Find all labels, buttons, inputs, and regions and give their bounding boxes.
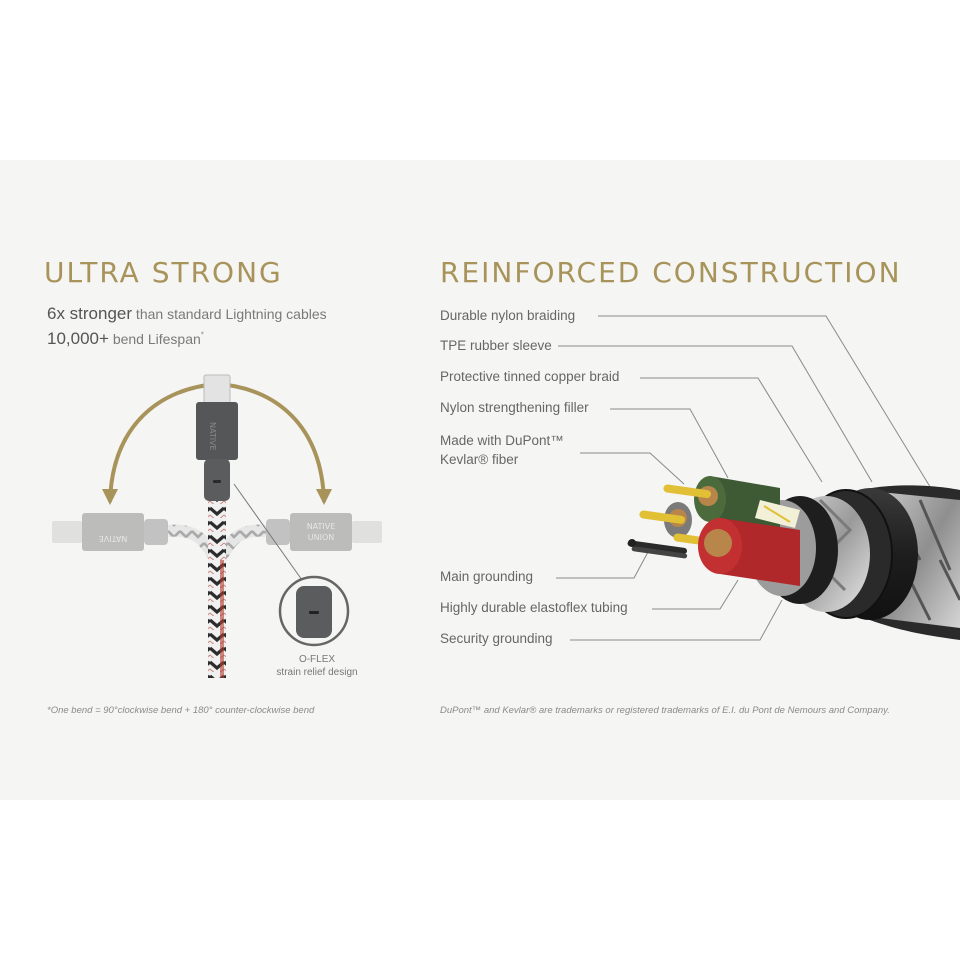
label-nylon-braiding: Durable nylon braiding <box>440 308 576 323</box>
label-main-grounding: Main grounding <box>440 569 534 584</box>
label-nylon-filler: Nylon strengthening filler <box>440 400 589 415</box>
svg-text:NATIVE: NATIVE <box>307 522 336 531</box>
main-connector: NATIVE <box>196 374 238 501</box>
strength-value: 6x stronger <box>47 304 133 323</box>
bend-arrow-right <box>316 489 332 505</box>
lifespan-value: 10,000+ <box>47 329 109 348</box>
oflex-title: O-FLEX <box>298 654 336 665</box>
label-copper-braid: Protective tinned copper braid <box>440 369 620 384</box>
label-tpe-sleeve: TPE rubber sleeve <box>440 338 552 353</box>
svg-text:UNION: UNION <box>308 533 334 542</box>
ultra-strong-heading: ULTRA STRONG <box>44 256 283 289</box>
bend-footnote: *One bend = 90°clockwise bend + 180° cou… <box>47 705 315 716</box>
lifespan-footnote-mark: * <box>200 330 204 340</box>
oflex-leader-line <box>233 483 303 581</box>
svg-text:NATIVE: NATIVE <box>208 422 217 451</box>
content-panel <box>0 160 960 800</box>
strength-stat: 6x stronger than standard Lightning cabl… <box>47 304 327 324</box>
inner-wires <box>627 476 800 586</box>
reinforced-construction-heading: REINFORCED CONSTRUCTION <box>440 256 902 289</box>
label-elastoflex: Highly durable elastoflex tubing <box>440 600 628 615</box>
left-connector-bent: NATIVE <box>52 513 168 551</box>
label-dupont: Made with DuPont™ <box>440 433 564 448</box>
strength-text: than standard Lightning cables <box>132 306 327 322</box>
leader-lines <box>556 315 933 641</box>
label-kevlar: Kevlar® fiber <box>440 452 519 467</box>
oflex-subtitle: strain relief design <box>276 667 358 678</box>
lifespan-stat: 10,000+ bend Lifespan* <box>47 329 204 349</box>
right-connector-bent: NATIVE UNION <box>266 513 382 551</box>
bend-arrow-left <box>102 489 118 505</box>
label-security-grounding: Security grounding <box>440 631 553 646</box>
svg-text:NATIVE: NATIVE <box>99 534 128 543</box>
trademark-footnote: DuPont™ and Kevlar® are trademarks or re… <box>440 705 890 716</box>
lifespan-text: bend Lifespan <box>108 331 201 347</box>
